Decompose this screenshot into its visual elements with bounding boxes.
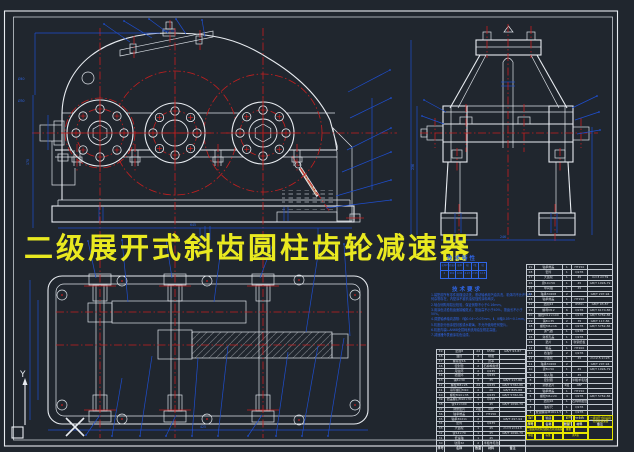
tech-requirement-line: 4.调整轴承轴向游隙：Ⅰ轴0.04～0.07mm，Ⅱ、Ⅲ轴0.05～0.1mm。 [431, 317, 528, 322]
tb-design-label: 设计 [526, 415, 535, 421]
dim-side-width: 246 [500, 235, 506, 239]
tb-qty-value: 1 [574, 421, 588, 427]
centerlines [32, 20, 598, 438]
tb-sheet-label: 共1张 [563, 433, 588, 440]
tb-check-label: 审核 [526, 433, 535, 440]
dim-front-height: 170 [26, 159, 30, 165]
tb-cell [535, 415, 543, 421]
tb-scale-value: 1:2 [574, 415, 588, 421]
tb-cell [574, 427, 588, 433]
tb-cell [553, 421, 563, 427]
tech-requirement-line: 7.减速器外表面涂灰色油漆。 [431, 333, 472, 337]
dim-view-width: 425 [200, 425, 206, 429]
tech-requirement-line: 3.用涂色法检验齿面接触斑点，按齿高不小于40%，按齿长不小于50%。 [431, 307, 523, 316]
tech-requirement-line: 1.装配前所有零件用煤油清洗，滚动轴承用汽油清洗，机体内不允许有任何杂物存在，内… [431, 293, 532, 302]
tech-requirement-line: 6.机座内装L-AN68全损耗系统用油至规定高度。 [431, 327, 499, 332]
tb-title: 二级展开式斜齿圆柱齿轮减速器 [588, 415, 613, 427]
dim-bore-a: Ø40 [18, 76, 25, 81]
tb-cell [553, 415, 563, 421]
tb-weight-label: 重量 [563, 427, 574, 433]
title-block: 设计 比例 1:2 二级展开式斜齿圆柱齿轮减速器 制图 数量 1 二级展开式斜齿… [526, 415, 613, 440]
tech-requirements-title: 技术要求 [452, 287, 483, 293]
tb-strip-text: 二级展开式斜齿圆柱齿轮减速器 [526, 427, 563, 433]
front-view [39, 21, 364, 223]
tb-draft-label: 制图 [526, 421, 535, 427]
tb-cell [588, 427, 613, 440]
tb-cell [535, 421, 543, 427]
dim-bore-b: Ø30 [18, 98, 25, 103]
side-view [420, 25, 590, 242]
dimension-lines: 645 170 246 236 425 Ø40 Ø30 [18, 18, 601, 437]
dim-side-height: 236 [411, 164, 415, 170]
tech-table-title: 技术特性 [447, 256, 478, 262]
ucs-y-label: Y [19, 370, 26, 380]
tb-cell [553, 433, 563, 440]
sheet-frame [3, 10, 619, 447]
tb-std-label: 标准 [543, 433, 553, 440]
tech-requirements-text: 1.装配前所有零件用煤油清洗，滚动轴承用汽油清洗，机体内不允许有任何杂物存在，内… [431, 293, 532, 338]
tech-requirement-line: 2.啮合侧隙用铅丝检验，保证侧隙不小于0.16mm。 [431, 302, 504, 307]
tb-cell [543, 415, 553, 421]
drawing-title: 二级展开式斜齿圆柱齿轮减速器 [24, 231, 473, 265]
tb-cell [543, 421, 553, 427]
tb-cell [535, 433, 543, 440]
ucs-icon: Y [11, 370, 85, 439]
tech-requirement-line: 5.机座剖分面涂密封胶或水玻璃，不允许使用任何垫片。 [431, 322, 510, 327]
tb-qty-label: 数量 [563, 421, 574, 427]
tb-scale-label: 比例 [563, 415, 574, 421]
dim-front-width: 645 [190, 223, 196, 227]
